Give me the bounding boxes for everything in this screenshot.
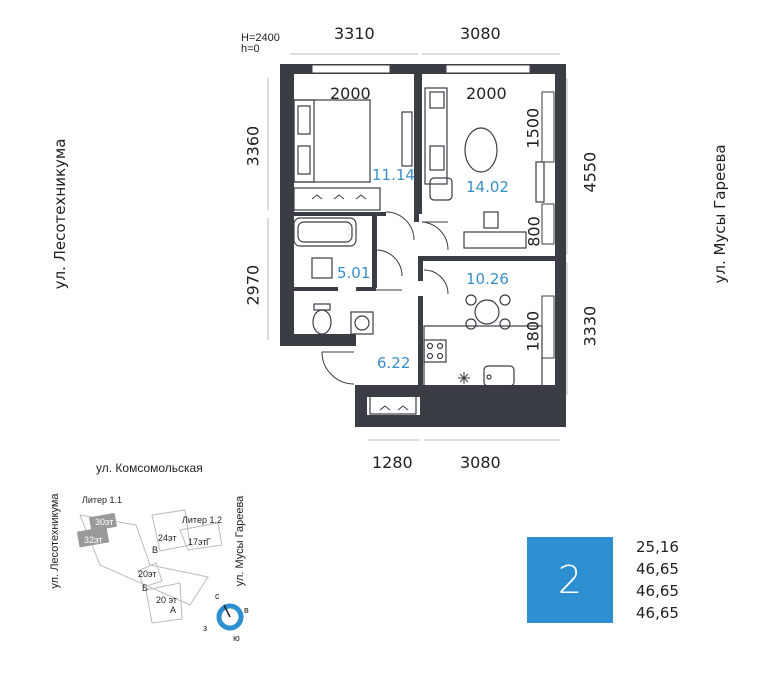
site-floors-32: 32эт	[84, 535, 103, 545]
site-block-v: В	[152, 545, 159, 555]
window-living-side-dim: 1500	[523, 107, 543, 149]
site-floors-20a: 20эт	[138, 569, 157, 579]
room-area-bedroom: 11.14	[372, 166, 415, 184]
dim-top-right: 3080	[460, 24, 501, 43]
ceiling-height-note: H=2400	[241, 32, 280, 44]
street-left-label: ул. Лесотехникума	[51, 138, 69, 290]
site-floors-30: 30эт	[95, 517, 114, 527]
compass-east: в	[244, 605, 249, 615]
dim-bottom-right: 3080	[460, 453, 501, 472]
room-area-hall: 6.22	[377, 354, 411, 372]
site-street-top: ул. Комсомольская	[96, 461, 203, 475]
site-plan: ул. Комсомольская ул. Лесотехникума ул. …	[40, 455, 280, 655]
window-living-side2-dim: 800	[524, 216, 544, 247]
site-street-left: ул. Лесотехникума	[49, 493, 61, 589]
site-liter-1-1: Литер 1.1	[82, 495, 122, 505]
window-kitchen-dim: 1800	[523, 310, 543, 352]
room-area-living: 14.02	[466, 178, 509, 196]
rooms-count-badge: 2	[527, 537, 613, 623]
compass-icon	[216, 603, 244, 631]
area-living-value: 25,16	[636, 538, 679, 556]
site-floors-24: 24эт	[158, 533, 177, 543]
area-total-value-3: 46,65	[636, 604, 679, 622]
area-total-value: 46,65	[636, 560, 679, 578]
site-floors-17: 17эт	[188, 537, 207, 547]
room-area-bath: 5.01	[337, 264, 371, 282]
street-right-label: ул. Мусы Гареева	[711, 144, 729, 284]
site-plan-drawing	[76, 509, 223, 624]
window-living-dim: 2000	[466, 84, 507, 103]
floor-level-note: h=0	[241, 43, 260, 55]
site-block-g: Г	[206, 537, 211, 547]
compass-south: ю	[233, 633, 240, 643]
window-bedroom-dim: 2000	[330, 84, 371, 103]
dim-top-left: 3310	[334, 24, 375, 43]
dim-bottom-left: 1280	[372, 453, 413, 472]
site-floors-20b: 20 эт	[156, 595, 178, 605]
site-block-a: А	[170, 605, 177, 615]
compass-north: с	[215, 591, 220, 601]
site-block-b: Б	[142, 583, 148, 593]
room-area-kitchen: 10.26	[466, 270, 509, 288]
site-street-right: ул. Мусы Гареева	[234, 495, 246, 587]
area-list: 25,16 46,65 46,65 46,65	[636, 536, 679, 624]
compass-west: з	[203, 623, 208, 633]
site-liter-1-2: Литер 1.2	[182, 515, 222, 525]
area-total-value-2: 46,65	[636, 582, 679, 600]
